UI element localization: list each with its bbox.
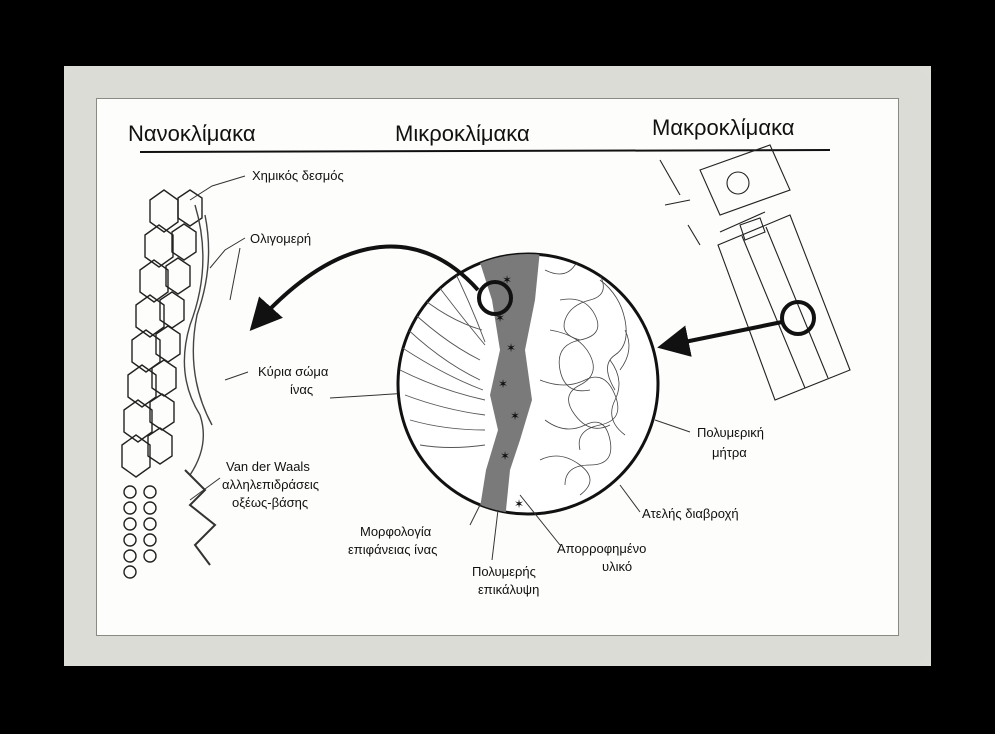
svg-text:✶: ✶	[514, 497, 524, 511]
heading-underline	[139, 149, 831, 153]
label-polymer-matrix-line1: Πολυμερική	[697, 425, 764, 440]
svg-text:✶: ✶	[506, 341, 516, 355]
svg-text:✶: ✶	[495, 311, 505, 325]
nanoscale-leaders	[189, 175, 249, 501]
macro-zoom-circle	[780, 300, 816, 336]
arrow-micro-to-nano	[249, 244, 480, 331]
svg-text:✶: ✶	[498, 377, 508, 391]
label-absorbed-line1: Απορροφημένο	[557, 541, 646, 556]
label-vdw-line1: Van der Waals	[226, 459, 310, 474]
heading-microscale: Μικροκλίμακα	[395, 121, 530, 146]
label-chemical-bond: Χημικός δεσμός	[252, 168, 344, 183]
microscale-circle: ✶ ✶ ✶ ✶ ✶ ✶ ✶	[396, 252, 660, 516]
svg-text:✶: ✶	[510, 409, 520, 423]
label-oligomers: Ολιγομερή	[250, 231, 311, 246]
label-fiber-body-line2: ίνας	[290, 382, 313, 397]
label-vdw-line2: αλληλεπιδράσεις	[222, 477, 319, 492]
label-morphology-line1: Μορφολογία	[360, 524, 432, 539]
label-fiber-body-line1: Κύρια σώμα	[258, 364, 329, 379]
svg-text:✶: ✶	[502, 273, 512, 287]
macroscale-specimen	[659, 144, 851, 401]
svg-text:✶: ✶	[500, 449, 510, 463]
microscale-leaders	[469, 419, 691, 561]
label-polymer-matrix-line2: μήτρα	[712, 445, 747, 460]
heading-macroscale: Μακροκλίμακα	[652, 115, 795, 140]
label-polymer-coating-line2: επικάλυψη	[478, 582, 539, 597]
label-vdw-line3: οξέως-βάσης	[232, 495, 308, 510]
nanoscale-fiber-structure	[121, 189, 217, 579]
label-morphology-line2: επιφάνειας ίνας	[348, 542, 437, 557]
arrow-macro-to-micro	[657, 320, 783, 357]
label-absorbed-line2: υλικό	[602, 559, 632, 574]
heading-nanoscale: Νανοκλίμακα	[128, 121, 256, 146]
label-polymer-coating-line1: Πολυμερής	[472, 564, 536, 579]
label-imperfect-wetting: Ατελής διαβροχή	[642, 506, 739, 521]
